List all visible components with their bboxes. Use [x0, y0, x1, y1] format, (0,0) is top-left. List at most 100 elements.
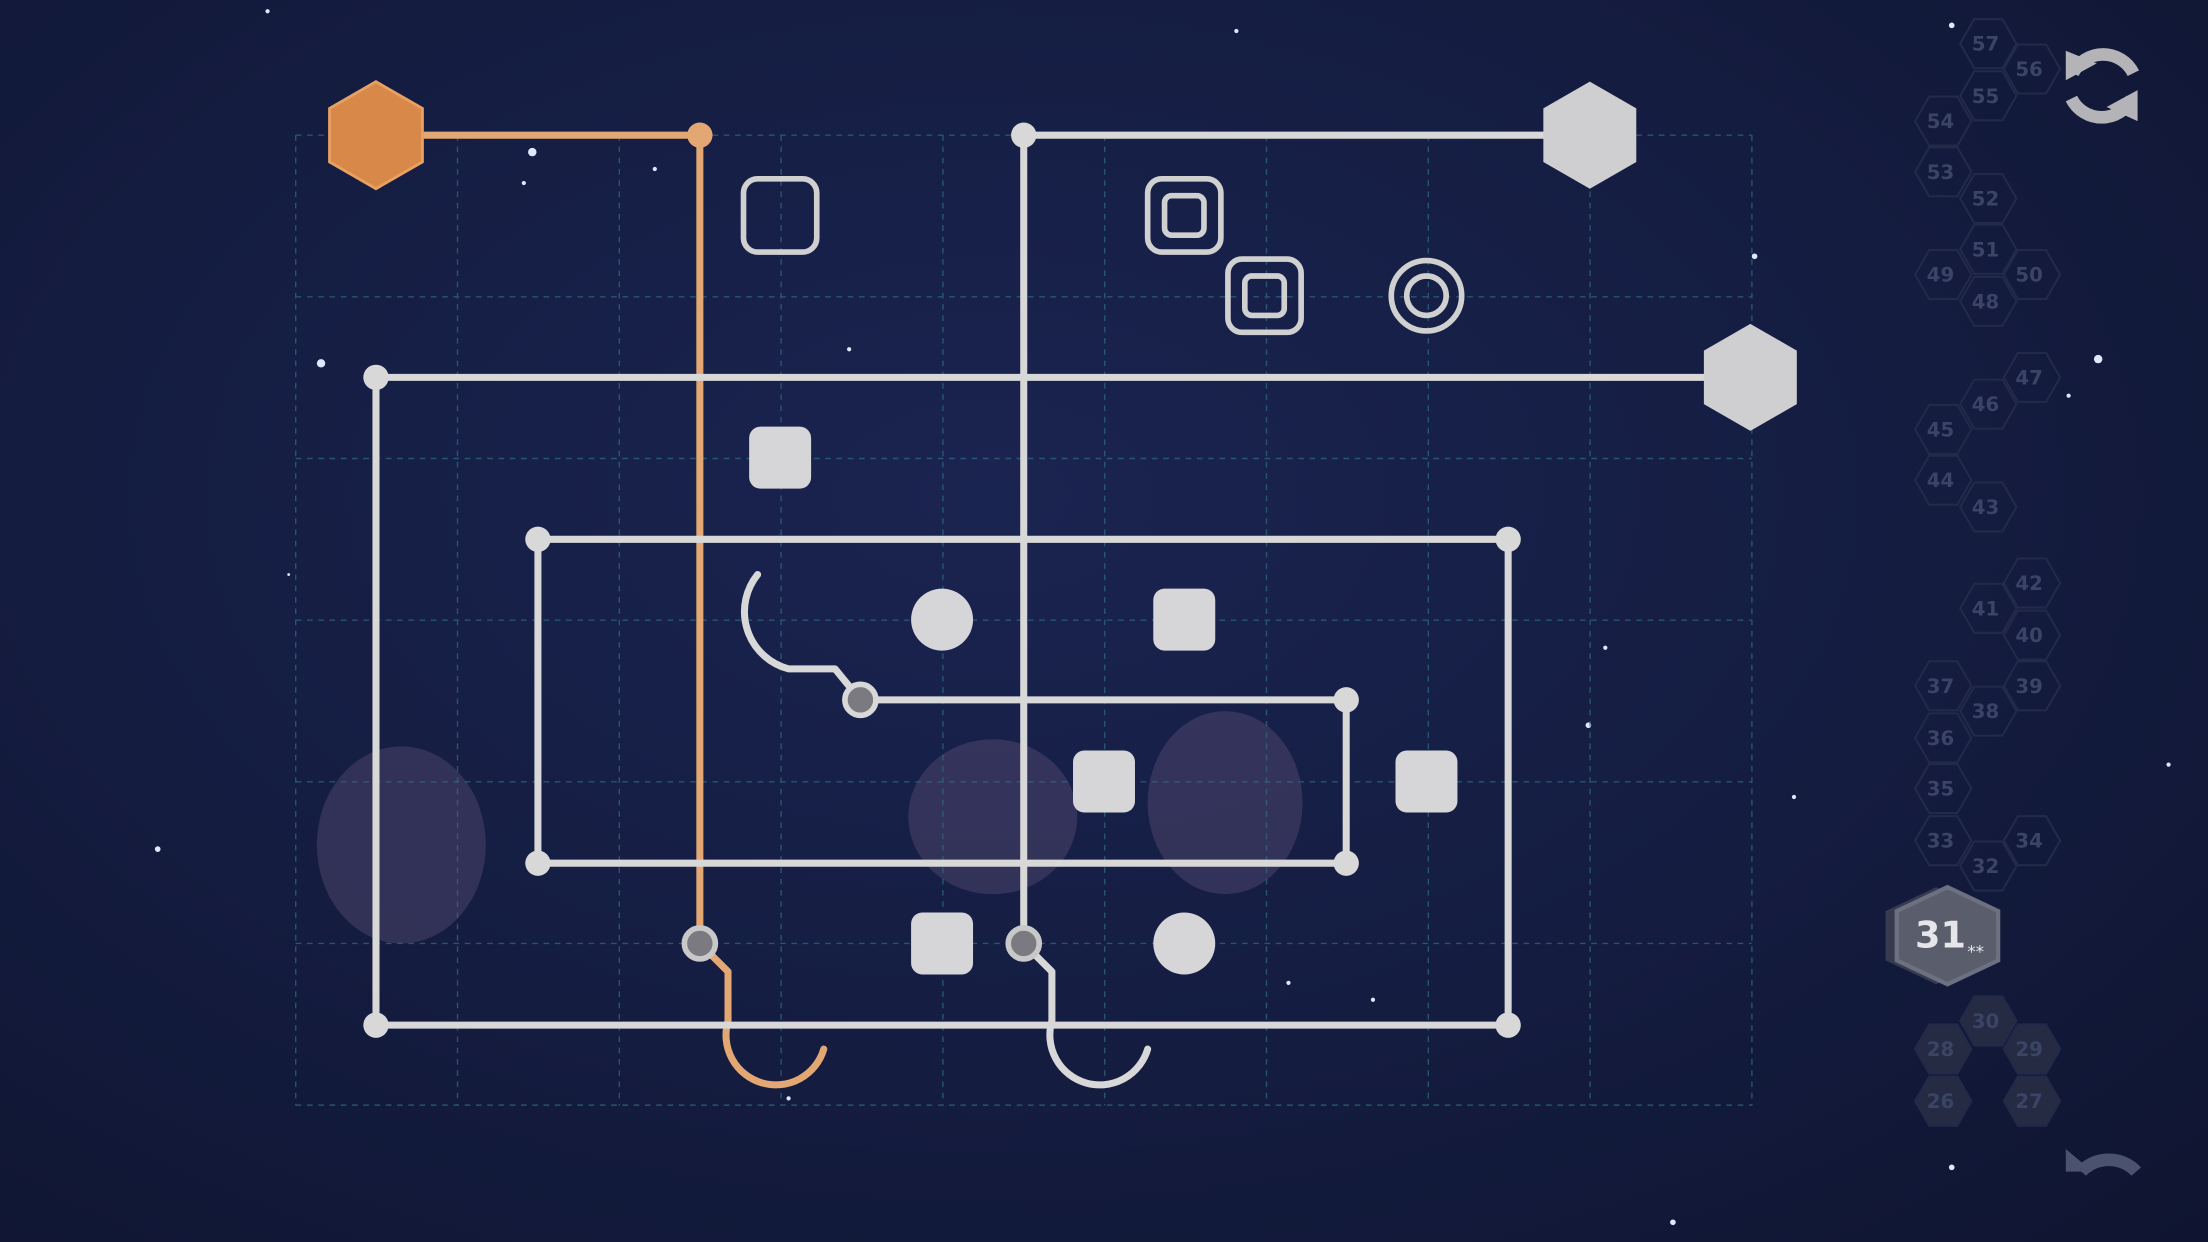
level-number[interactable]: 38 — [1972, 700, 1999, 723]
level-number[interactable]: 54 — [1927, 110, 1954, 133]
filled-square-tile[interactable] — [1153, 588, 1216, 651]
path-node[interactable] — [363, 1012, 389, 1038]
level-number[interactable]: 50 — [2015, 264, 2042, 287]
double-square-tile[interactable] — [1225, 256, 1304, 336]
junction-node[interactable] — [842, 681, 879, 719]
level-hex-46[interactable] — [1958, 378, 2018, 430]
level-hex-36[interactable] — [1913, 712, 1973, 764]
path-node[interactable] — [1333, 850, 1359, 876]
white-hex-target[interactable] — [1703, 323, 1797, 431]
orange-path[interactable] — [372, 131, 828, 1089]
filled-square-tile[interactable] — [1073, 750, 1135, 813]
level-number[interactable]: 41 — [1972, 597, 1999, 620]
level-hex-49[interactable] — [1913, 249, 1973, 301]
filled-square-tile[interactable] — [911, 912, 974, 975]
level-hex-48[interactable] — [1958, 275, 2018, 327]
level-hex-54[interactable] — [1913, 95, 1973, 147]
level-number[interactable]: 33 — [1927, 830, 1954, 853]
level-hex-40[interactable] — [2002, 609, 2062, 661]
level-hex-26[interactable] — [1913, 1075, 1973, 1127]
white-path-spiral[interactable] — [372, 373, 1754, 1029]
level-hex-27[interactable] — [2002, 1075, 2062, 1127]
level-hex-34[interactable] — [2002, 815, 2062, 867]
filled-circle-tile[interactable] — [1153, 912, 1216, 975]
level-hex-35[interactable] — [1913, 763, 1973, 815]
level-number[interactable]: 29 — [2015, 1038, 2042, 1061]
level-hex-38[interactable] — [1958, 685, 2018, 737]
path-node[interactable] — [1495, 1012, 1521, 1038]
star — [1948, 1164, 1955, 1171]
level-hex-52[interactable] — [1958, 172, 2018, 225]
filled-circle-tile[interactable] — [911, 588, 974, 651]
level-hex-55[interactable] — [1958, 70, 2018, 122]
level-number[interactable]: 52 — [1972, 188, 1999, 211]
orange-node[interactable] — [687, 122, 713, 148]
path-node[interactable] — [525, 850, 551, 876]
double-square-tile[interactable] — [1144, 176, 1224, 255]
level-hex-57[interactable] — [1958, 18, 2018, 70]
level-hex-42[interactable] — [2002, 557, 2062, 609]
level-number[interactable]: 49 — [1927, 264, 1954, 287]
undo-icon[interactable] — [2065, 1149, 2141, 1177]
level-number[interactable]: 45 — [1927, 419, 1954, 442]
level-number[interactable]: 51 — [1972, 238, 1999, 261]
level-number[interactable]: 30 — [1972, 1010, 1999, 1033]
level-hex-50[interactable] — [2002, 249, 2062, 301]
level-number[interactable]: 53 — [1927, 161, 1954, 184]
path-node[interactable] — [1333, 687, 1359, 713]
level-number[interactable]: 55 — [1972, 85, 1999, 108]
level-number[interactable]: 26 — [1927, 1090, 1954, 1113]
path-node[interactable] — [1011, 122, 1037, 148]
level-hex-44[interactable] — [1913, 454, 1973, 506]
junction-node[interactable] — [681, 925, 719, 962]
level-hex-33[interactable] — [1913, 815, 1973, 867]
level-number[interactable]: 34 — [2015, 830, 2042, 853]
filled-square-tile[interactable] — [1395, 750, 1458, 813]
level-number[interactable]: 44 — [1927, 469, 1954, 492]
level-number[interactable]: 28 — [1927, 1038, 1954, 1061]
star — [847, 347, 852, 352]
junction-node[interactable] — [1005, 925, 1043, 962]
level-number[interactable]: 43 — [1972, 496, 1999, 519]
path-node[interactable] — [1495, 526, 1521, 552]
level-number[interactable]: 47 — [2015, 366, 2042, 389]
level-hex-47[interactable] — [2002, 351, 2062, 403]
star — [265, 9, 270, 14]
level-hex-30[interactable] — [1958, 995, 2018, 1047]
level-hex-56[interactable] — [2002, 43, 2062, 95]
path-node[interactable] — [363, 364, 389, 391]
level-hex-28[interactable] — [1913, 1023, 1973, 1075]
white-hex-target[interactable] — [1543, 81, 1637, 189]
level-hex-45[interactable] — [1913, 403, 1973, 456]
level-number[interactable]: 35 — [1927, 778, 1954, 801]
level-hex-29[interactable] — [2002, 1023, 2062, 1075]
level-number[interactable]: 32 — [1972, 855, 1999, 878]
level-hex-51[interactable] — [1958, 223, 2018, 275]
filled-square-tile[interactable] — [749, 426, 812, 489]
double-circle-tile[interactable] — [1388, 257, 1465, 334]
orange-hex-source[interactable] — [328, 80, 424, 191]
level-number[interactable]: 39 — [2015, 675, 2042, 698]
level-number[interactable]: 48 — [1972, 290, 1999, 313]
outlined-square-tile[interactable] — [740, 176, 820, 255]
level-number[interactable]: 27 — [2015, 1090, 2042, 1113]
level-number[interactable]: 57 — [1972, 33, 1999, 56]
level-hex-39[interactable] — [2002, 660, 2062, 712]
path-node[interactable] — [525, 526, 551, 552]
current-level-hex[interactable]: 31 ** — [1885, 884, 2001, 987]
level-number[interactable]: 36 — [1927, 727, 1954, 750]
level-hex-37[interactable] — [1913, 660, 1973, 712]
current-level-number: 31 — [1915, 914, 1966, 957]
level-number[interactable]: 37 — [1927, 675, 1954, 698]
level-hex-43[interactable] — [1958, 481, 2018, 533]
star — [2066, 393, 2071, 398]
level-hex-53[interactable] — [1913, 146, 1973, 198]
level-hex-41[interactable] — [1958, 582, 2018, 634]
level-number[interactable]: 42 — [2015, 572, 2042, 595]
refresh-icon[interactable] — [2065, 48, 2140, 124]
level-number[interactable]: 46 — [1972, 393, 1999, 416]
level-hex-32[interactable] — [1958, 840, 2018, 892]
star — [528, 147, 537, 157]
level-number[interactable]: 40 — [2015, 624, 2042, 647]
level-number[interactable]: 56 — [2015, 58, 2042, 81]
